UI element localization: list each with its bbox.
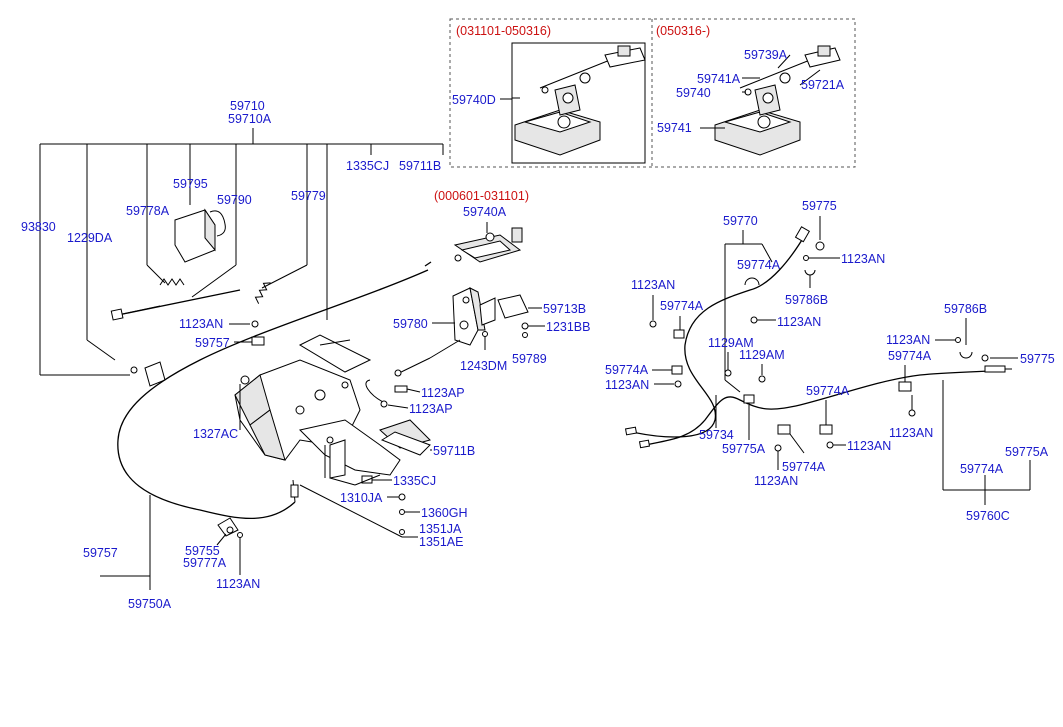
parking-brake-pedal-drawing [234, 334, 431, 479]
label-59786B-a: 59786B [785, 293, 828, 307]
label-1123AN-g: 1123AN [886, 333, 930, 347]
label-1351AE: 1351AE [419, 535, 463, 549]
lever-59740A-drawing [453, 222, 523, 263]
nut-1327AC [240, 375, 250, 385]
label-59740: 59740 [676, 86, 711, 100]
rear-cable-group: 59770 59775 59774A 1123AN 59786B 1123AN [605, 199, 1055, 523]
clip-59786B-b-drawing [959, 351, 973, 359]
label-1123AN-a: 1123AN [179, 317, 223, 331]
lever-assembly-group: 59710 59710A 1335CJ 59711B 93830 1229DA … [21, 99, 590, 611]
label-59786B-b: 59786B [944, 302, 987, 316]
label-1123AP-b: 1123AP [409, 402, 453, 416]
label-59790: 59790 [217, 193, 252, 207]
brake-switch-drawing [174, 208, 226, 263]
label-59778A: 59778A [126, 204, 170, 218]
label-59770: 59770 [723, 214, 758, 228]
label-1123AN-e: 1123AN [777, 315, 821, 329]
label-59775-a: 59775 [802, 199, 837, 213]
label-59740D: 59740D [452, 93, 496, 107]
label-59775A-a: 59775A [722, 442, 766, 456]
label-59734: 59734 [699, 428, 734, 442]
label-59775-b: 59775 [1020, 352, 1055, 366]
label-59795: 59795 [173, 177, 208, 191]
variant-right-range: (050316-) [656, 24, 710, 38]
clip-59775A-a-drawing [743, 394, 755, 404]
label-59757-a: 59757 [195, 336, 230, 350]
variant-middle-range: (000601-031101) [434, 189, 529, 203]
nut-1360GH [399, 509, 405, 515]
label-59774A-a: 59774A [737, 258, 781, 272]
variant-left-range: (031101-050316) [456, 24, 551, 38]
label-1129AM-b: 1129AM [739, 348, 785, 362]
rear-cable-left-drawing [624, 226, 811, 438]
variant-inset-group: (031101-050316) (050316-) [449, 18, 856, 168]
label-1229DA: 1229DA [67, 231, 113, 245]
label-1123AN-h: 1123AN [889, 426, 933, 440]
label-59774A-b: 59774A [660, 299, 704, 313]
rear-cable-right-drawing [638, 365, 1012, 449]
label-59774A-c: 59774A [605, 363, 649, 377]
bracket-assembly-left-drawing [512, 45, 646, 156]
label-1243DM: 1243DM [460, 359, 507, 373]
label-59775A-b: 59775A [1005, 445, 1049, 459]
nut-1310JA [398, 493, 406, 501]
part-59711B-drawing [380, 431, 431, 456]
label-1360GH: 1360GH [421, 506, 468, 520]
label-1351JA: 1351JA [419, 522, 462, 536]
label-1129AM-a: 1129AM [708, 336, 754, 350]
part-59789-marker [522, 332, 528, 338]
label-59774A-e: 59774A [806, 384, 850, 398]
label-1123AN-i: 1123AN [847, 439, 891, 453]
nut-1351JA [399, 529, 405, 535]
label-59740A: 59740A [463, 205, 507, 219]
label-1310JA: 1310JA [340, 491, 383, 505]
inset-left-part-box [511, 42, 646, 164]
label-1335CJ-top: 1335CJ [346, 159, 389, 173]
label-1123AP-a: 1123AP [421, 386, 465, 400]
label-1123AN-f: 1123AN [605, 378, 649, 392]
label-59711B-b: 59711B [433, 444, 475, 458]
label-59774A-d: 59774A [888, 349, 932, 363]
label-59779: 59779 [291, 189, 326, 203]
label-59710A: 59710A [228, 112, 272, 126]
label-1123AN-c: 1123AN [841, 252, 885, 266]
label-59711B-top: 59711B [399, 159, 441, 173]
label-59713B: 59713B [543, 302, 586, 316]
bolt-1231BB [521, 322, 529, 330]
label-1327AC: 1327AC [193, 427, 238, 441]
label-59777A: 59777A [183, 556, 227, 570]
spring-59778A-drawing [159, 278, 185, 286]
lever-bracket-59780-drawing [394, 287, 496, 377]
label-59789: 59789 [512, 352, 547, 366]
label-59780: 59780 [393, 317, 428, 331]
label-59757-b: 59757 [83, 546, 118, 560]
label-59721A: 59721A [801, 78, 845, 92]
label-59741: 59741 [657, 121, 692, 135]
label-1231BB: 1231BB [546, 320, 590, 334]
label-1123AN-b: 1123AN [216, 577, 260, 591]
label-59710: 59710 [230, 99, 265, 113]
label-1335CJ-b: 1335CJ [393, 474, 436, 488]
label-59774A-f: 59774A [782, 460, 826, 474]
label-1123AN-j: 1123AN [754, 474, 798, 488]
bracket-assembly-right-drawing [700, 45, 841, 156]
clip-59774A-f-drawing [777, 424, 791, 435]
clip-59786B-a-drawing [804, 269, 816, 276]
label-93830: 93830 [21, 220, 56, 234]
label-59760C: 59760C [966, 509, 1010, 523]
part-59713B-drawing [497, 294, 529, 319]
label-59739A: 59739A [744, 48, 788, 62]
label-59741A: 59741A [697, 72, 741, 86]
label-59774A-g: 59774A [960, 462, 1004, 476]
strut-drawing [110, 278, 271, 321]
front-cable-drawing [117, 261, 432, 520]
label-1123AN-d: 1123AN [631, 278, 675, 292]
clip-59755-drawing [217, 517, 243, 538]
variant-inset-frame [449, 18, 856, 168]
label-59755: 59755 [185, 544, 220, 558]
spring-59779-drawing [254, 282, 271, 304]
label-59750A: 59750A [128, 597, 172, 611]
